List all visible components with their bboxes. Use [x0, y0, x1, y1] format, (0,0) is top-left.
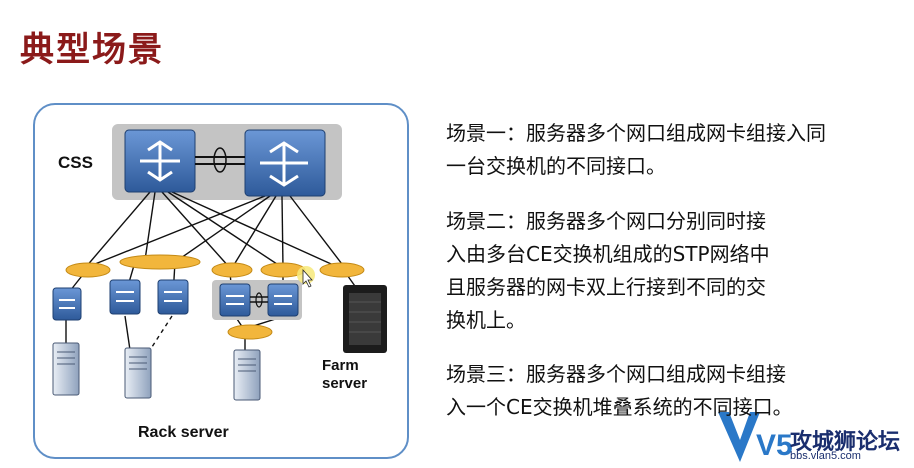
- scenario-3: 场景三：服务器多个网口组成网卡组接 入一个CE交换机堆叠系统的不同接口。: [446, 358, 886, 424]
- v5-mark-text: V5: [756, 429, 793, 462]
- lag-ellipses: [65, 254, 365, 340]
- mouse-cursor-icon: [302, 268, 313, 288]
- scenario-3-line-1: 场景三：服务器多个网口组成网卡组接: [446, 362, 786, 386]
- uplink-lines: [84, 191, 346, 269]
- scenario-1-line-1: 场景一：服务器多个网口组成网卡组接入同: [446, 121, 826, 145]
- scenario-2-line-4: 换机上。: [446, 308, 526, 332]
- watermark-brand: 攻城狮论坛: [790, 430, 901, 455]
- rack-server-1-icon: [52, 342, 80, 396]
- css-label: CSS: [58, 153, 93, 172]
- v5-logo-icon: V5: [718, 412, 793, 462]
- scenario-2-line-1: 场景二：服务器多个网口分别同时接: [446, 209, 766, 233]
- access-switch-4-icon: [219, 283, 251, 317]
- css-switch-right-icon: [244, 129, 326, 197]
- stack-link: [195, 147, 245, 173]
- small-stack-link: [250, 292, 268, 308]
- farm-label-line1: Farm: [322, 357, 359, 374]
- rack-server-2-icon: [124, 347, 152, 399]
- rack-server-label: Rack server: [138, 424, 229, 441]
- access-switch-3-icon: [157, 279, 189, 315]
- scenario-1: 场景一：服务器多个网口组成网卡组接入同 一台交换机的不同接口。: [446, 117, 914, 183]
- scenario-2-line-2: 入由多台CE交换机组成的STP网络中: [446, 242, 770, 266]
- farm-server-icon: [343, 285, 387, 353]
- css-switch-left-icon: [124, 129, 196, 193]
- access-switch-1-icon: [52, 287, 82, 321]
- diagram-frame: [33, 103, 409, 459]
- scenario-2-line-3: 且服务器的网卡双上行接到不同的交: [446, 275, 766, 299]
- farm-label-line2: server: [322, 375, 367, 392]
- access-switch-5-icon: [267, 283, 299, 317]
- scenario-3-line-2: 入一个CE交换机堆叠系统的不同接口。: [446, 395, 793, 419]
- rack-server-3-icon: [233, 349, 261, 401]
- scenario-1-line-2: 一台交换机的不同接口。: [446, 154, 666, 178]
- scenario-2: 场景二：服务器多个网口分别同时接 入由多台CE交换机组成的STP网络中 且服务器…: [446, 205, 866, 337]
- access-switch-2-icon: [109, 279, 141, 315]
- watermark-url: bbs.vlan5.com: [790, 450, 861, 462]
- slide-title: 典型场景: [20, 30, 164, 70]
